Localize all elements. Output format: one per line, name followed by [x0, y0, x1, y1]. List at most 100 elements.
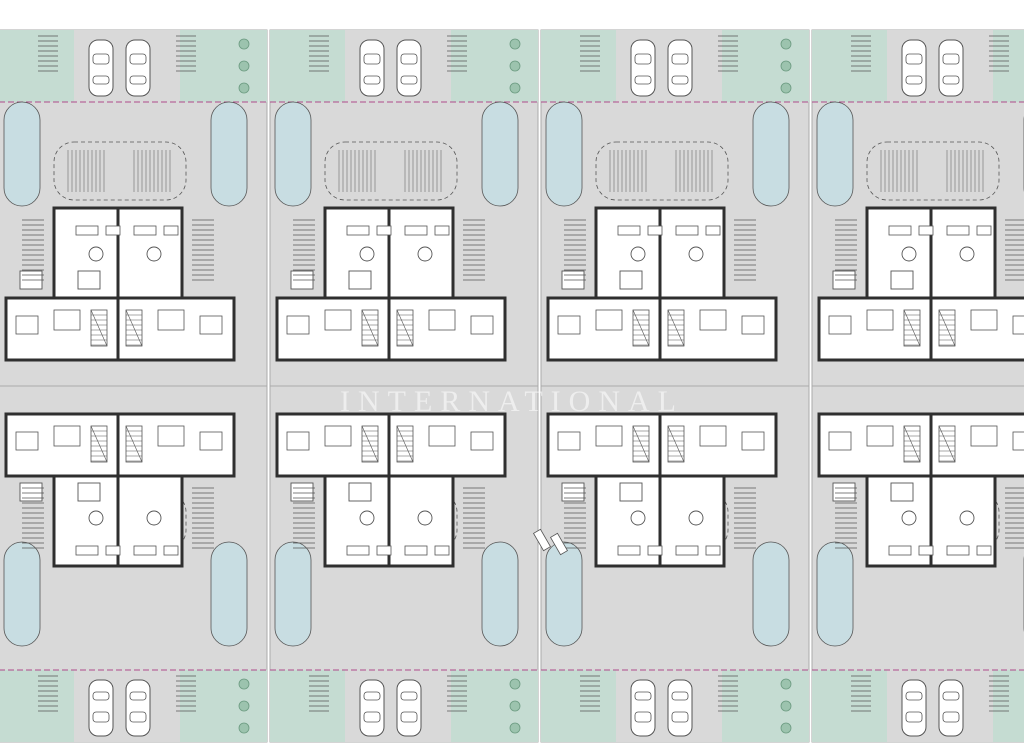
stepping-stones: [580, 675, 600, 712]
sofa-icon: [705, 225, 721, 236]
car-icon: [125, 39, 151, 97]
block-0-2: [540, 29, 810, 387]
stepping-stones: [564, 487, 586, 549]
sofa-icon: [133, 545, 157, 556]
stepping-stones: [463, 487, 485, 549]
car-icon: [667, 39, 693, 97]
stepping-stones: [989, 35, 1009, 72]
shrub-icon: [238, 82, 250, 94]
stepping-stones: [989, 675, 1009, 712]
stepping-stones: [176, 35, 196, 72]
building-wing: [546, 412, 778, 478]
block-1-2: [540, 385, 810, 743]
building-wing: [4, 412, 236, 478]
car-icon: [359, 39, 385, 97]
stepping-stones: [1005, 219, 1024, 281]
bathroom: [157, 309, 185, 331]
sofa-icon: [346, 545, 370, 556]
building: [546, 412, 778, 568]
stepping-stones: [22, 219, 44, 281]
stepping-stones: [580, 35, 600, 72]
bathroom: [428, 309, 456, 331]
shrub-icon: [780, 678, 792, 690]
pool-icon: [481, 541, 519, 647]
building: [817, 412, 1024, 568]
bed-icon: [619, 270, 643, 290]
car-icon: [630, 679, 656, 737]
car-icon: [901, 39, 927, 97]
bicycle-icon: [532, 528, 569, 556]
dining-table-icon: [146, 510, 162, 526]
pool-icon: [545, 101, 583, 207]
stepping-stones: [835, 219, 857, 281]
sofa-icon: [976, 225, 992, 236]
dining-table-icon: [417, 510, 433, 526]
pool-icon: [274, 101, 312, 207]
stair-icon: [938, 309, 956, 347]
pool-icon: [481, 101, 519, 207]
sofa-icon: [434, 545, 450, 556]
shrub-icon: [238, 678, 250, 690]
stair-icon: [361, 309, 379, 347]
bathroom: [53, 425, 81, 447]
sofa-icon: [918, 545, 934, 556]
stair-icon: [90, 309, 108, 347]
bathroom: [699, 425, 727, 447]
sofa-icon: [647, 225, 663, 236]
car-icon: [88, 679, 114, 737]
sofa-icon: [705, 545, 721, 556]
dining-table-icon: [901, 246, 917, 262]
stepping-stones: [309, 675, 329, 712]
dining-table-icon: [959, 510, 975, 526]
stair-icon: [125, 425, 143, 463]
building: [275, 412, 507, 568]
unit-furniture: [890, 225, 992, 290]
stepping-stones: [192, 487, 214, 549]
car-icon: [396, 39, 422, 97]
bed-icon: [199, 431, 223, 451]
stair-icon: [667, 425, 685, 463]
bed-icon: [19, 482, 43, 502]
bathroom: [866, 425, 894, 447]
pool-icon: [752, 101, 790, 207]
stepping-stones: [734, 219, 756, 281]
sofa-icon: [434, 225, 450, 236]
shrub-icon: [780, 60, 792, 72]
block-0-0: [0, 29, 268, 387]
bathroom: [970, 309, 998, 331]
stair-icon: [361, 425, 379, 463]
sofa-icon: [918, 225, 934, 236]
bed-icon: [828, 315, 852, 335]
block-1-3: [811, 385, 1024, 743]
shrub-icon: [509, 38, 521, 50]
shrub-icon: [238, 722, 250, 734]
bed-icon: [348, 270, 372, 290]
stepping-stones: [734, 487, 756, 549]
bed-icon: [77, 270, 101, 290]
stair-icon: [903, 309, 921, 347]
shrub-icon: [509, 700, 521, 712]
dining-table-icon: [88, 510, 104, 526]
building: [275, 206, 507, 362]
shrub-icon: [780, 722, 792, 734]
stair-icon: [632, 425, 650, 463]
bed-icon: [1012, 431, 1024, 451]
bed-icon: [348, 482, 372, 502]
sofa-icon: [376, 545, 392, 556]
car-icon: [667, 679, 693, 737]
dining-table-icon: [959, 246, 975, 262]
stair-icon: [396, 425, 414, 463]
dining-table-icon: [417, 246, 433, 262]
stepping-stones: [851, 675, 871, 712]
shrub-icon: [509, 82, 521, 94]
stepping-stones: [309, 35, 329, 72]
sofa-icon: [888, 225, 912, 236]
unit-furniture: [561, 482, 663, 556]
block-1-0: [0, 385, 268, 743]
sofa-icon: [647, 545, 663, 556]
sofa-icon: [376, 225, 392, 236]
sofa-icon: [404, 545, 428, 556]
shrub-icon: [238, 38, 250, 50]
stepping-stones: [564, 219, 586, 281]
stepping-stones: [176, 675, 196, 712]
